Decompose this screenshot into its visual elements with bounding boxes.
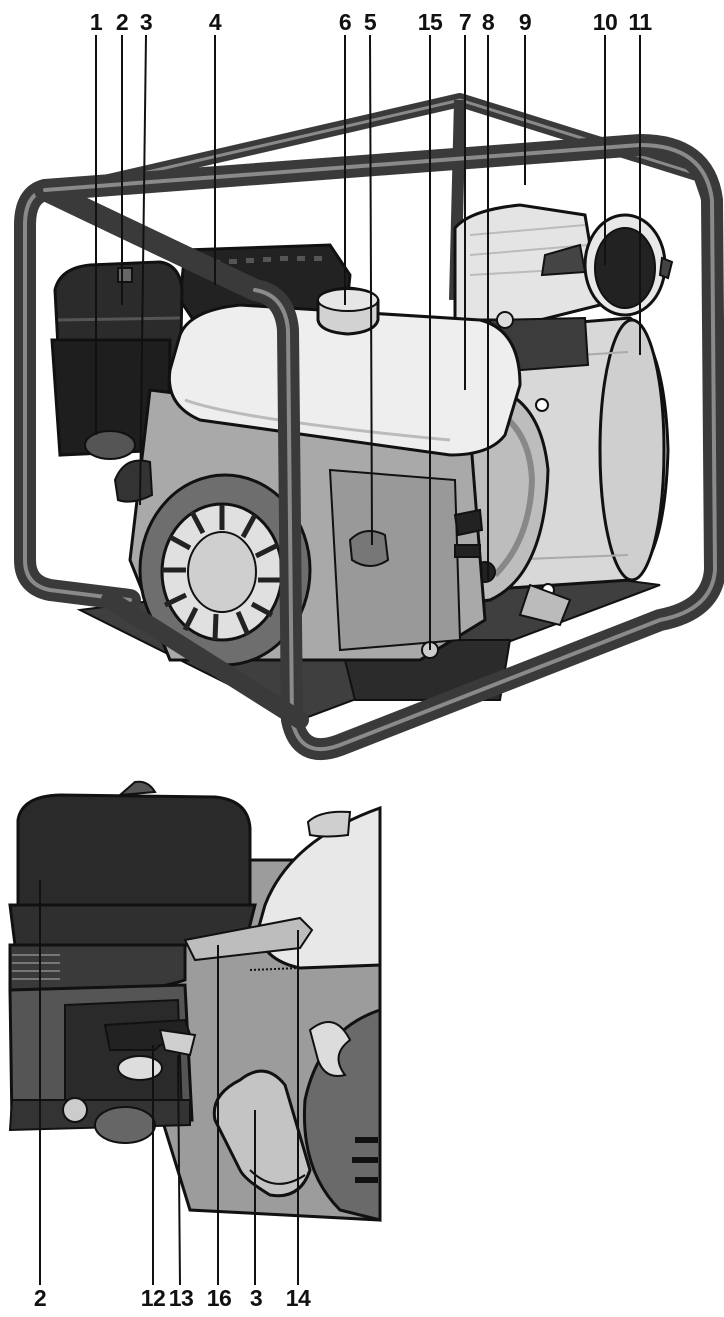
callout-5: 5: [363, 9, 377, 35]
callout-2: 2: [115, 9, 129, 35]
callout-10: 10: [592, 9, 618, 35]
callout-9: 9: [518, 9, 532, 35]
throttle-lever: [183, 916, 314, 962]
bottom-leader-lines: [39, 880, 299, 1286]
top-leader-lines: [95, 34, 641, 650]
starter-grip: [212, 1069, 312, 1198]
callout-7: 7: [458, 9, 472, 35]
callout-12: 12: [140, 1285, 166, 1311]
oil-filler-knob: [348, 530, 390, 567]
callout-1: 1: [89, 9, 103, 35]
callout-bottom-2: 2: [33, 1285, 47, 1311]
callout-6: 6: [338, 9, 352, 35]
bottom-figure: [8, 780, 382, 1222]
callout-bottom-3: 3: [249, 1285, 263, 1311]
callout-3: 3: [139, 9, 153, 35]
callout-16: 16: [206, 1285, 232, 1311]
callout-14: 14: [285, 1285, 311, 1311]
callout-8: 8: [481, 9, 495, 35]
top-figure: [14, 93, 724, 760]
fuel-cup: [117, 1055, 163, 1081]
fill-plug: [453, 508, 484, 537]
callout-13: 13: [168, 1285, 194, 1311]
callout-15: 15: [417, 9, 443, 35]
frame-front: [14, 134, 724, 760]
recoil-starter: [113, 459, 312, 667]
callout-4: 4: [208, 9, 222, 35]
callout-11: 11: [628, 9, 652, 35]
fuel-valve: [158, 1028, 197, 1057]
